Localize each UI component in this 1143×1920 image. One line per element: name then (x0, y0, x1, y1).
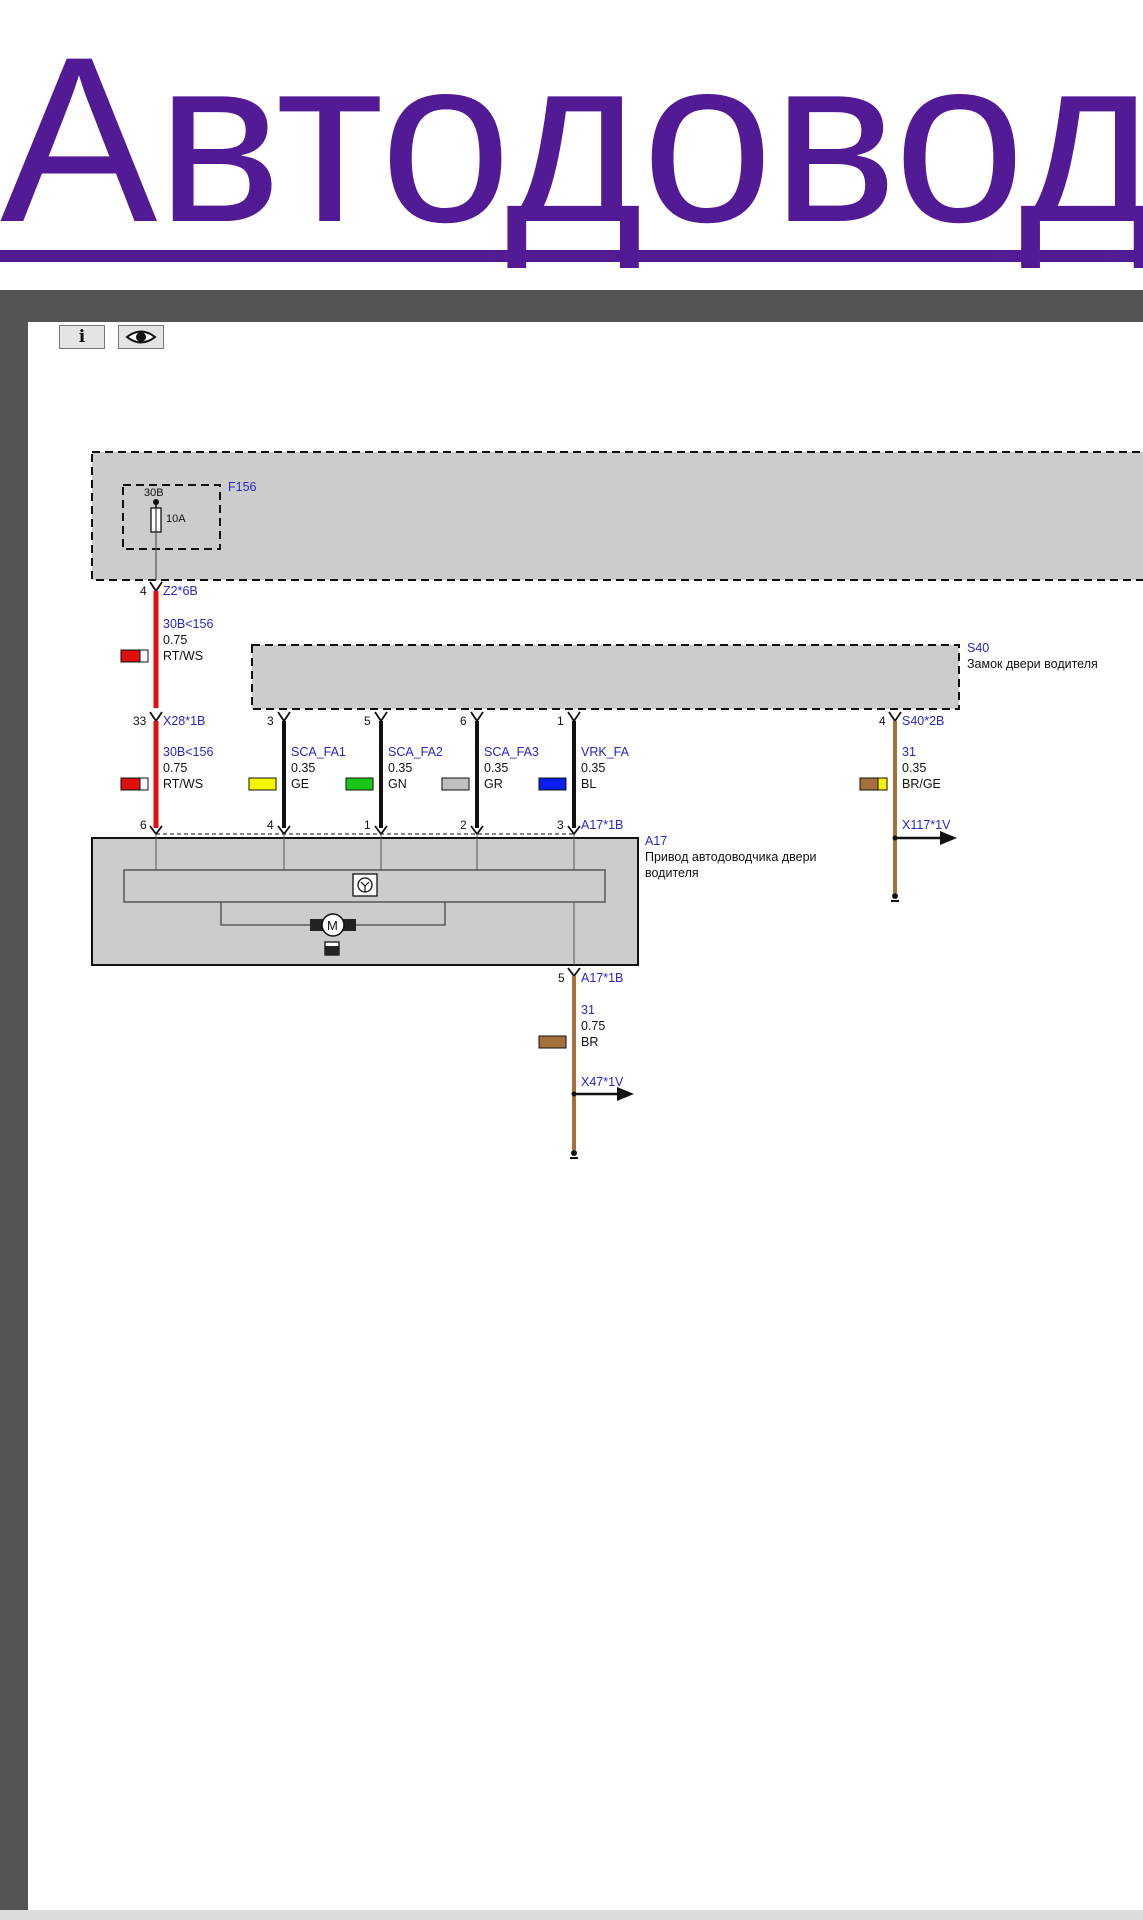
connector-fork-x28 (149, 711, 163, 723)
actuator-id-label: A17 (645, 834, 667, 848)
x47-arrow-icon (617, 1087, 634, 1101)
pin-top-vrk: 1 (557, 714, 564, 728)
wire-s40-gauge: 0.35 (902, 761, 926, 775)
info-button[interactable]: i (59, 325, 105, 349)
x47-node (571, 1091, 577, 1097)
fuse-id-label: F156 (228, 480, 257, 494)
pin-bottom-sca2: 1 (364, 818, 371, 832)
control-unit-icon (352, 873, 378, 897)
connector-a17-top-label: A17*1B (581, 818, 623, 832)
wire-sca1-signal: SCA_FA1 (291, 745, 346, 759)
ground-s40-connector: X117*1V (902, 818, 951, 832)
bottom-scrollbar[interactable] (0, 1910, 1143, 1920)
ground-a17-signal: 31 (581, 1003, 595, 1017)
wire-vrk-color: BL (581, 777, 596, 791)
wire-sca1-gauge: 0.35 (291, 761, 315, 775)
pin-top-sca2: 5 (364, 714, 371, 728)
fuse-box (122, 484, 221, 550)
wire-red-signal: 30B<156 (163, 745, 213, 759)
pin-bottom-red: 6 (140, 818, 147, 832)
pin-top-s40: 4 (879, 714, 886, 728)
ground-a17-x47-label: X47*1V (581, 1075, 624, 1089)
lock-description: Замок двери водителя (967, 657, 1098, 671)
wire-sca2-gauge: 0.35 (388, 761, 412, 775)
x117-arrow-icon (940, 831, 957, 845)
pin-z2-number: 4 (140, 584, 147, 598)
pin-bottom-vrk: 3 (557, 818, 564, 832)
wire-s40-signal: 31 (902, 745, 916, 759)
wire-s40-color: BR/GE (902, 777, 941, 791)
pin-top-sca3: 6 (460, 714, 467, 728)
wire-upper-color: RT/WS (163, 649, 203, 663)
fuse-terminal-label: 30B (144, 487, 164, 499)
wire-sca1-color: GE (291, 777, 309, 791)
connector-s40-label: S40*2B (902, 714, 944, 728)
actuator-description-line1: Привод автодоводчика двери (645, 850, 817, 864)
connector-fork-sca1 (277, 711, 291, 723)
control-unit-icon-arrow (360, 881, 370, 892)
swatch-br-ge-brown (859, 777, 879, 791)
ground-a17-connector: A17*1B (581, 971, 623, 985)
motor-terminal-left (310, 919, 323, 931)
wire-sca2-color: GN (388, 777, 407, 791)
pin-bottom-sca1: 4 (267, 818, 274, 832)
actuator-description-line2: водителя (645, 866, 699, 880)
connector-fork-vrk (567, 711, 581, 723)
swatch-gn (345, 777, 374, 791)
ground-a17-pin: 5 (558, 971, 565, 985)
motor-icon (321, 913, 345, 937)
page-title-link[interactable]: Автодовод (0, 8, 1143, 272)
ground-a17-gauge: 0.75 (581, 1019, 605, 1033)
wire-vrk-gauge: 0.35 (581, 761, 605, 775)
eye-button[interactable] (118, 325, 164, 349)
wire-sca2-signal: SCA_FA2 (388, 745, 443, 759)
wire-sca3-signal: SCA_FA3 (484, 745, 539, 759)
diagram-canvas (28, 322, 1143, 1910)
ground-a17-color: BR (581, 1035, 598, 1049)
swatch-rt-ws-upper-red (120, 649, 141, 663)
motor-sensor-fill (325, 946, 339, 955)
connector-fork-sca3 (470, 711, 484, 723)
pin-x28-number: 33 (133, 714, 147, 728)
wire-sca3-color: GR (484, 777, 503, 791)
wire-sca3-gauge: 0.35 (484, 761, 508, 775)
connector-fork-a17-ground (567, 967, 581, 978)
wire-upper-signal: 30B<156 (163, 617, 213, 631)
swatch-gr (441, 777, 470, 791)
swatch-rt-ws-lower-red (120, 777, 141, 791)
motor-symbol: M (327, 918, 338, 933)
wire-vrk-signal: VRK_FA (581, 745, 630, 759)
fuse-rating-label: 10A (166, 513, 186, 525)
connector-fork-sca2 (374, 711, 388, 723)
swatch-bl (538, 777, 567, 791)
eye-icon (125, 330, 157, 344)
info-icon: i (78, 327, 86, 347)
wire-upper-gauge: 0.75 (163, 633, 187, 647)
connector-fork-s40 (888, 711, 902, 723)
wire-red-color: RT/WS (163, 777, 203, 791)
connector-fork-z2 (149, 581, 163, 593)
lock-component-box (251, 644, 960, 710)
x117-node (892, 835, 898, 841)
motor-terminal-right (343, 919, 356, 931)
fuse-carrier-box (91, 451, 1143, 581)
swatch-ge (248, 777, 277, 791)
title-underline (0, 250, 1143, 262)
swatch-br (538, 1035, 567, 1049)
lock-id-label: S40 (967, 641, 989, 655)
pin-top-sca1: 3 (267, 714, 274, 728)
wire-red-gauge: 0.75 (163, 761, 187, 775)
connector-x28-label: X28*1B (163, 714, 205, 728)
pin-bottom-sca3: 2 (460, 818, 467, 832)
connector-z2-label: Z2*6B (163, 584, 198, 598)
ground-a17-icon (571, 1150, 577, 1156)
ground-s40-icon (892, 893, 898, 899)
